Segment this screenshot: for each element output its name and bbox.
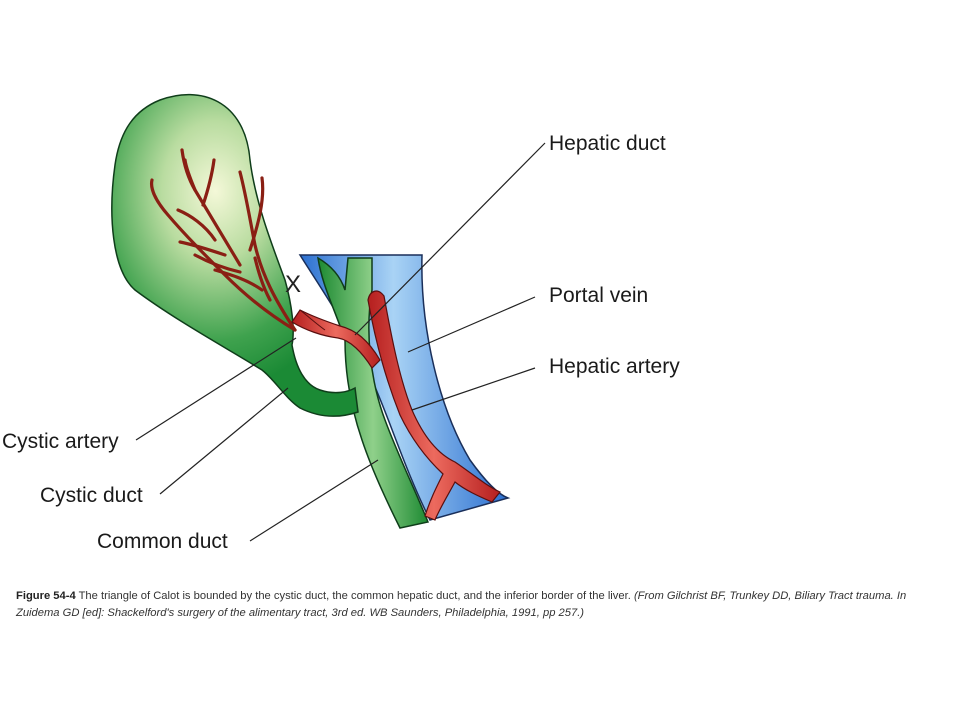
label-hepatic-duct: Hepatic duct <box>549 132 666 155</box>
label-cystic-artery: Cystic artery <box>2 430 119 453</box>
label-hepatic-artery: Hepatic artery <box>549 355 680 378</box>
label-common-duct: Common duct <box>97 530 228 553</box>
caption-text: The triangle of Calot is bounded by the … <box>75 590 634 602</box>
figure-number: Figure 54-4 <box>16 590 76 602</box>
leader-lines <box>135 142 546 542</box>
hepatic-artery-shape <box>291 290 501 521</box>
figure-caption: Figure 54-4 The triangle of Calot is bou… <box>16 588 946 622</box>
caption-source: (From Gilchrist BF, Trunkey DD, Biliary … <box>16 590 907 619</box>
calot-marker: X <box>285 271 301 298</box>
label-portal-vein: Portal vein <box>549 284 648 307</box>
label-cystic-duct: Cystic duct <box>40 484 143 507</box>
gallbladder-vessels <box>149 148 297 332</box>
